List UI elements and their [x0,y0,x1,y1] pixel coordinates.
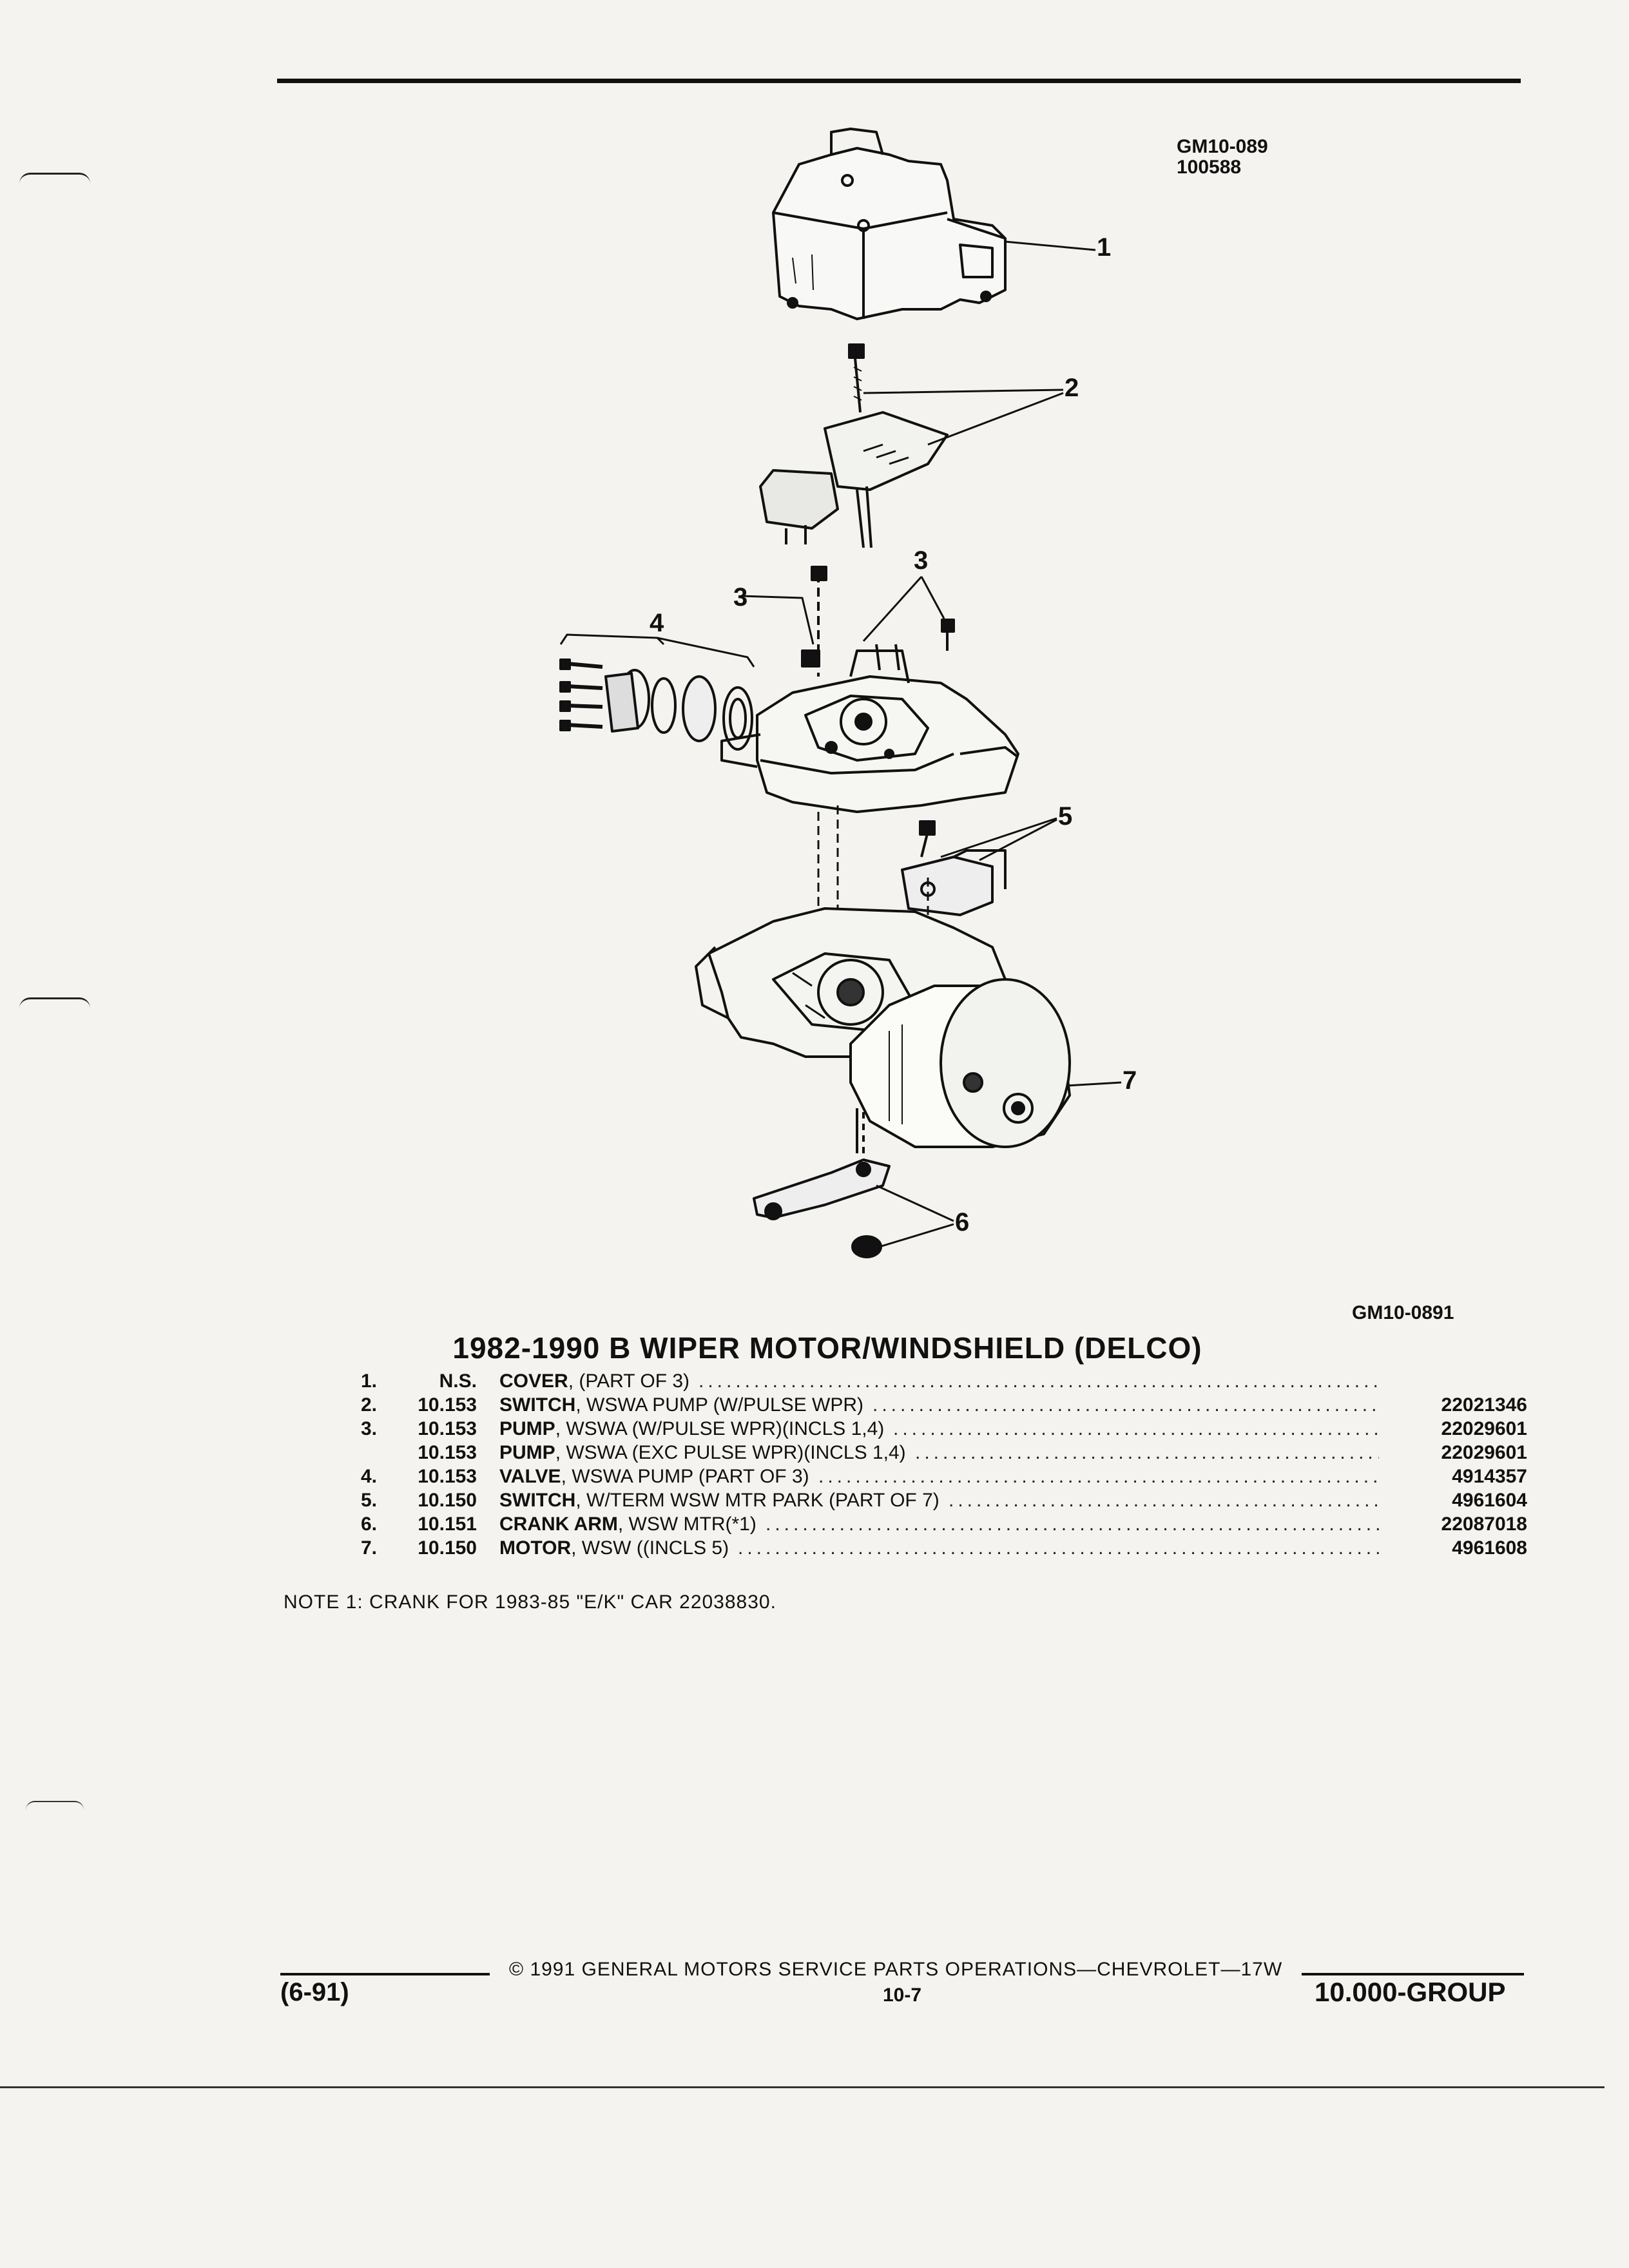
part-number: 22029601 [1441,1442,1527,1463]
top-rule [277,79,1521,83]
part-number-index: 2. [361,1394,378,1416]
part-name: PUMP, WSWA (EXC PULSE WPR)(INCLS 1,4) [499,1441,906,1465]
part-name: SWITCH, W/TERM WSW MTR PARK (PART OF 7) [499,1488,940,1512]
parts-row: 2. 10.153 22021346 SWITCH, WSWA PUMP (W/PUL… [361,1393,1527,1417]
callout-5: 5 [1058,802,1073,831]
margin-mark [19,997,90,1008]
part-description: , WSW ((INCLS 5) [571,1537,729,1559]
margin-mark [26,1801,84,1810]
part-name: MOTOR, WSW ((INCLS 5) [499,1536,729,1560]
leader-dots: ........................................… [738,1537,1379,1559]
part-name-text: CRANK ARM [499,1514,618,1535]
margin-mark [19,173,90,184]
part-group-code: 10.150 [418,1490,477,1511]
part-name-text: SWITCH [499,1394,576,1416]
leader-dots: ........................................… [818,1466,1379,1487]
part-number-index: 1. [361,1370,378,1392]
parts-row: 6. 10.151 22087018 CRANK ARM, WSW MTR(*1)..… [361,1512,1527,1536]
parts-row: 4. 10.153 4914357 VALVE, WSWA PUMP (PART OF… [361,1465,1527,1488]
part-name-text: MOTOR [499,1537,572,1559]
revision-date: (6-91) [280,1978,349,2006]
leader-dots: ........................................… [915,1442,1379,1463]
part-number: 22021346 [1441,1394,1527,1416]
figure-ref-date: 100588 [1177,157,1242,178]
parts-row: 7. 10.150 4961608 MOTOR, WSW ((INCLS 5)....… [361,1536,1527,1560]
part-group-code: 10.151 [418,1514,477,1535]
part-name: SWITCH, WSWA PUMP (W/PULSE WPR) [499,1393,863,1417]
group-number: 10.000-GROUP [1315,1977,1506,2007]
part-name: COVER, (PART OF 3) [499,1369,689,1393]
switch-part [759,343,949,548]
footer-rule-left [280,1973,490,1975]
part-description: , (PART OF 3) [568,1370,690,1392]
copyright-line: © 1991 GENERAL MOTORS SERVICE PARTS OPER… [509,1959,1283,1980]
part-group-code: 10.153 [418,1442,477,1463]
part-group-code: 10.153 [418,1466,477,1487]
part-number-index: 5. [361,1490,378,1511]
part-group-code: 10.153 [418,1394,477,1416]
part-description: , WSWA PUMP (PART OF 3) [561,1466,809,1487]
part-description: , WSWA PUMP (W/PULSE WPR) [575,1394,864,1416]
part-number-index: 3. [361,1418,378,1439]
part-number: 4961604 [1452,1490,1527,1511]
part-description: , WSWA (EXC PULSE WPR)(INCLS 1,4) [555,1442,906,1463]
part-number: 4914357 [1452,1466,1527,1487]
part-name: CRANK ARM, WSW MTR(*1) [499,1512,757,1536]
part-name-text: VALVE [499,1466,561,1487]
callout-3: 3 [914,546,929,575]
leader-dots: ........................................… [872,1394,1379,1416]
valve-part [559,633,755,751]
parts-row: 10.153 22029601 PUMP, WSWA (EXC PULSE WPR)… [361,1441,1527,1465]
part-number: 22087018 [1441,1514,1527,1535]
part-group-code: 10.150 [418,1537,477,1559]
page-number: 10-7 [883,1984,922,2006]
exploded-parts-diagram [559,128,1122,1258]
footer-rule-right [1302,1973,1524,1975]
figure-ref-code-bottom: GM10-0891 [1352,1302,1454,1323]
parts-row: 3. 10.153 22029601 PUMP, WSWA (W/PULSE WPR)… [361,1417,1527,1441]
part-name-text: PUMP [499,1442,555,1463]
callout-6: 6 [955,1208,970,1236]
leader-dots: ........................................… [766,1514,1379,1535]
part-number-index: 7. [361,1537,378,1559]
footnote: NOTE 1: CRANK FOR 1983-85 "E/K" CAR 2203… [284,1591,776,1613]
part-group-code: N.S. [439,1370,477,1392]
motor-part [695,907,1071,1153]
part-number-index: 6. [361,1514,378,1535]
parts-list: 1. N.S. COVER, (PART OF 3)................… [361,1369,1527,1560]
part-description: , WSW MTR(*1) [617,1514,757,1535]
part-number: 22029601 [1441,1418,1527,1439]
part-number-index: 4. [361,1466,378,1487]
callout-3: 3 [733,583,748,611]
leader-dots: ........................................… [893,1418,1379,1439]
bottom-rule [0,2086,1605,2088]
crank-arm-part [753,1108,891,1258]
leader-dots: ........................................… [699,1370,1379,1392]
part-description: , W/TERM WSW MTR PARK (PART OF 7) [575,1490,940,1511]
part-description: , WSWA (W/PULSE WPR)(INCLS 1,4) [555,1418,885,1439]
pump-part [720,644,1019,813]
part-name: VALVE, WSWA PUMP (PART OF 3) [499,1465,809,1488]
parts-row: 5. 10.150 4961604 SWITCH, W/TERM WSW MTR PA… [361,1488,1527,1512]
callout-7: 7 [1123,1066,1137,1095]
park-switch-part [901,820,1007,916]
part-name: PUMP, WSWA (W/PULSE WPR)(INCLS 1,4) [499,1417,884,1441]
leader-dots: ........................................… [949,1490,1379,1511]
callout-2: 2 [1065,374,1079,402]
part-number: 4961608 [1452,1537,1527,1559]
part-name-text: COVER [499,1370,568,1392]
callout-1: 1 [1097,233,1112,262]
part-name-text: SWITCH [499,1490,576,1511]
figure-ref-code: GM10-089 [1177,136,1268,157]
part-name-text: PUMP [499,1418,555,1439]
part-group-code: 10.153 [418,1418,477,1439]
callout-4: 4 [650,609,664,637]
cover-part [772,128,1007,320]
parts-row: 1. N.S. COVER, (PART OF 3)................… [361,1369,1527,1393]
page-title: 1982-1990 B WIPER MOTOR/WINDSHIELD (DELC… [452,1331,1202,1365]
